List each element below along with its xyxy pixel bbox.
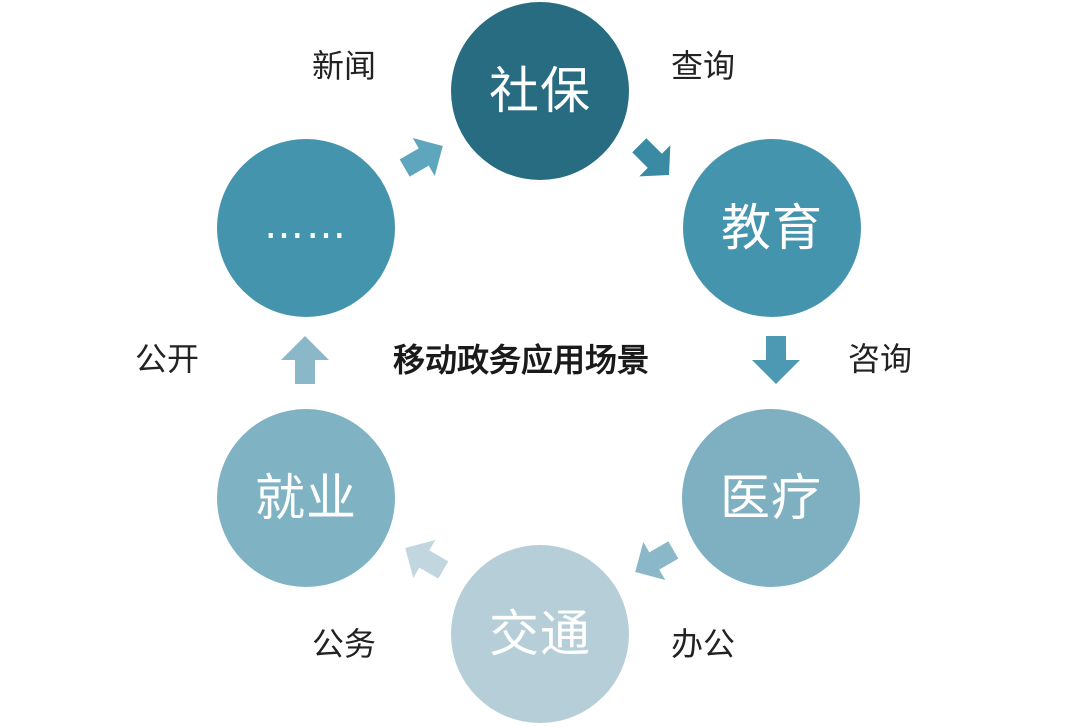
arrow-jiaoyu-to-yiliao-icon xyxy=(746,330,806,390)
arrow-jiuye-to-more-icon xyxy=(275,330,335,390)
node-label: …… xyxy=(264,202,348,248)
arrow-yiliao-to-jiaotong-icon xyxy=(626,530,686,590)
node-label: 教育 xyxy=(721,199,823,257)
arrow-more-to-shebao-icon xyxy=(392,128,452,188)
node-label: 就业 xyxy=(255,469,357,527)
label-office: 办公 xyxy=(671,625,736,663)
label-news: 新闻 xyxy=(312,47,377,85)
arrow-shebao-to-jiaoyu-icon xyxy=(622,128,682,188)
node-label: 医疗 xyxy=(720,469,822,527)
node-jiaotong: 交通 xyxy=(451,545,629,723)
node-jiuye: 就业 xyxy=(217,409,395,587)
node-more: …… xyxy=(217,139,395,317)
label-affairs: 公务 xyxy=(312,625,377,663)
center-title: 移动政务应用场景 xyxy=(393,341,650,379)
label-query: 查询 xyxy=(671,47,736,85)
node-shebao: 社保 xyxy=(451,2,629,180)
node-jiaoyu: 教育 xyxy=(683,139,861,317)
node-yiliao: 医疗 xyxy=(682,409,860,587)
label-public: 公开 xyxy=(135,340,200,378)
arrow-jiaotong-to-jiuye-icon xyxy=(396,530,456,590)
label-consult: 咨询 xyxy=(848,340,913,378)
node-label: 社保 xyxy=(489,62,591,120)
node-label: 交通 xyxy=(489,605,591,663)
